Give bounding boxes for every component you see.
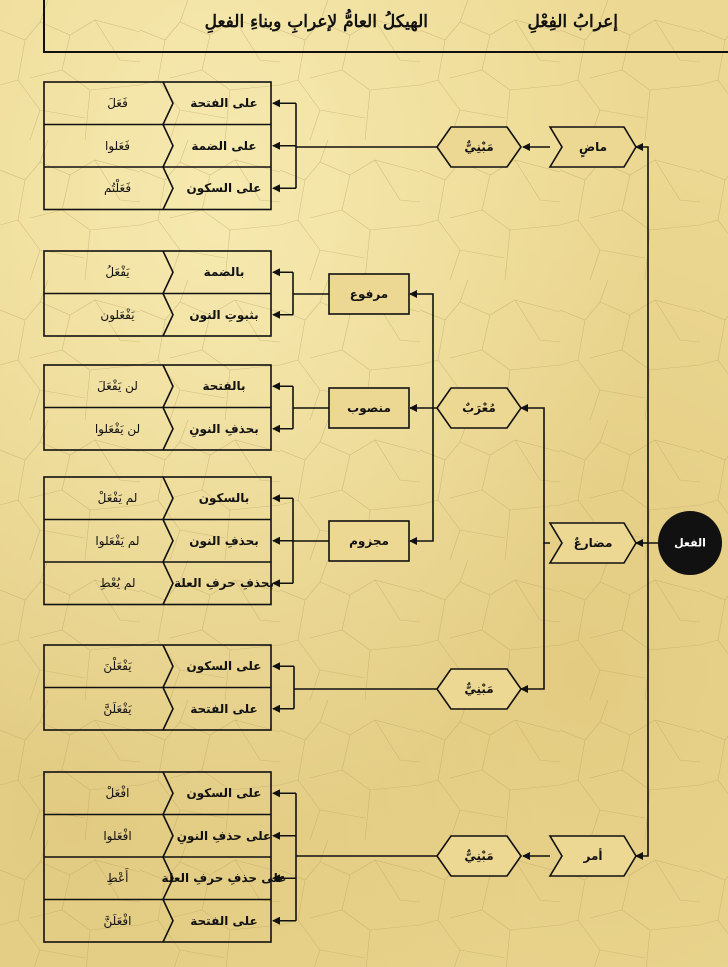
murab-to-marfu <box>409 290 437 409</box>
group-marfu-sign: بالضمة <box>203 265 245 280</box>
group-majzum-sign: بحذفِ النون <box>189 533 259 548</box>
group-mudari_mabni-chevron <box>162 644 174 688</box>
group-marfu-chevron <box>162 293 174 337</box>
group-amr-chevron <box>162 899 174 943</box>
group-mudari_mabni-chevron <box>162 687 174 731</box>
group-amr-example: افْعَلْ <box>105 786 130 801</box>
trunk-to-madi <box>635 143 658 544</box>
header-title-right: إعرابُ الفِعْلِ <box>527 12 618 32</box>
group-majzum-frame <box>43 476 272 606</box>
state-mudari-mabni <box>436 668 522 710</box>
state-madi-mabni-label: مَبْنِيٌّ <box>464 140 494 154</box>
node-shapes <box>43 0 728 943</box>
case-majzum <box>328 520 410 562</box>
state-mudari-murab-label: مُعْرَبٌ <box>462 401 496 415</box>
group-majzum-example: لم يَفْعَلوا <box>95 533 140 548</box>
group-madi-frame <box>43 81 272 211</box>
group-mudari_mabni-sign: على الفتحة <box>190 701 258 716</box>
group-marfu-example: يَفْعَلون <box>100 307 135 322</box>
group-madi-chevron <box>162 166 174 210</box>
connector-lines <box>272 99 658 925</box>
root-node <box>658 511 722 575</box>
group-amr-example: افْعَلَنَّ <box>103 913 132 928</box>
header-frame <box>43 0 728 53</box>
group-majzum-sign: بحذفِ حرفِ العلة <box>173 576 275 591</box>
group-majzum-chevron <box>162 561 174 605</box>
group-mudari_mabni-example: يَفْعَلْنَ <box>103 659 132 674</box>
group-marfu-chevron <box>162 250 174 294</box>
trunk-to-amr <box>635 543 649 860</box>
group-madi-sign: على الفتحة <box>190 96 258 111</box>
group-mansub-sign: بحذفِ النونِ <box>189 421 259 436</box>
group-madi-example: فَعَلَ <box>107 96 128 111</box>
group-amr-chevron <box>162 814 174 858</box>
group-madi-chevron <box>162 124 174 168</box>
group-mansub-chevron <box>162 364 174 408</box>
group-amr-sign: على حذفِ حرفِ العلة <box>161 871 287 886</box>
group-amr-chevron <box>162 856 174 900</box>
group-madi-sign: على السكون <box>186 181 262 196</box>
group-amr-sign: على حذفِ النونِ <box>176 828 272 843</box>
verb-mudari-label: مضارعٌ <box>573 536 613 550</box>
group-mudari_mabni-sign: على السكون <box>186 659 262 674</box>
group-mansub-example: لن يَفْعَلوا <box>94 421 141 436</box>
murab-to-majzum <box>409 408 434 545</box>
group-majzum-sign: بالسكون <box>198 491 250 506</box>
group-majzum-example: لم يُعْطِ <box>99 576 136 591</box>
group-majzum-chevron <box>162 519 174 563</box>
verb-madi <box>548 126 637 168</box>
group-madi-sign: على الضمة <box>191 138 257 153</box>
verb-amr-label: أمر <box>583 849 603 863</box>
group-madi-example: فَعَلوا <box>104 138 131 153</box>
case-mansub-label: منصوب <box>347 401 391 415</box>
group-amr-example: افْعَلوا <box>103 828 132 843</box>
group-amr-sign: على الفتحة <box>190 913 258 928</box>
header-title-main: الهيكلُ العامُّ لإعرابِ وبناءِ الفعلِ <box>204 12 428 32</box>
case-marfu <box>328 273 410 315</box>
group-amr-sign: على السكون <box>186 786 262 801</box>
group-amr-chevron <box>162 771 174 815</box>
verb-amr <box>548 835 637 877</box>
group-mudari_mabni-example: يَفْعَلَنَّ <box>103 701 132 716</box>
group-marfu-example: يَفْعَلُ <box>105 265 130 280</box>
group-amr-example: أَعْطِ <box>106 871 129 886</box>
case-marfu-label: مرفوع <box>349 287 389 301</box>
state-amr-mabni-label: مَبْنِيٌّ <box>464 849 494 863</box>
case-mansub <box>328 387 410 429</box>
group-majzum-chevron <box>162 476 174 520</box>
group-marfu-sign: بثبوتِ النون <box>189 307 259 322</box>
state-mudari-murab <box>436 387 522 429</box>
group-mansub-chevron <box>162 407 174 451</box>
verb-mudari <box>548 522 637 564</box>
state-amr-mabni <box>436 835 522 877</box>
root-label: الفعل <box>674 536 706 550</box>
group-mansub-sign: بالفتحة <box>202 379 246 394</box>
group-madi-example: فَعَلْتُم <box>103 181 132 196</box>
case-majzum-label: مجزوم <box>349 534 389 548</box>
mudari-to-mabni <box>520 543 545 693</box>
mudari-to-murab <box>520 404 550 544</box>
verb-madi-label: ماضٍ <box>578 140 608 154</box>
state-madi-mabni <box>436 126 522 168</box>
state-mudari-mabni-label: مَبْنِيٌّ <box>464 682 494 696</box>
group-mansub-example: لن يَفْعَلَ <box>97 379 138 394</box>
group-madi-chevron <box>162 81 174 125</box>
group-majzum-example: لم يَفْعَلْ <box>97 491 138 506</box>
